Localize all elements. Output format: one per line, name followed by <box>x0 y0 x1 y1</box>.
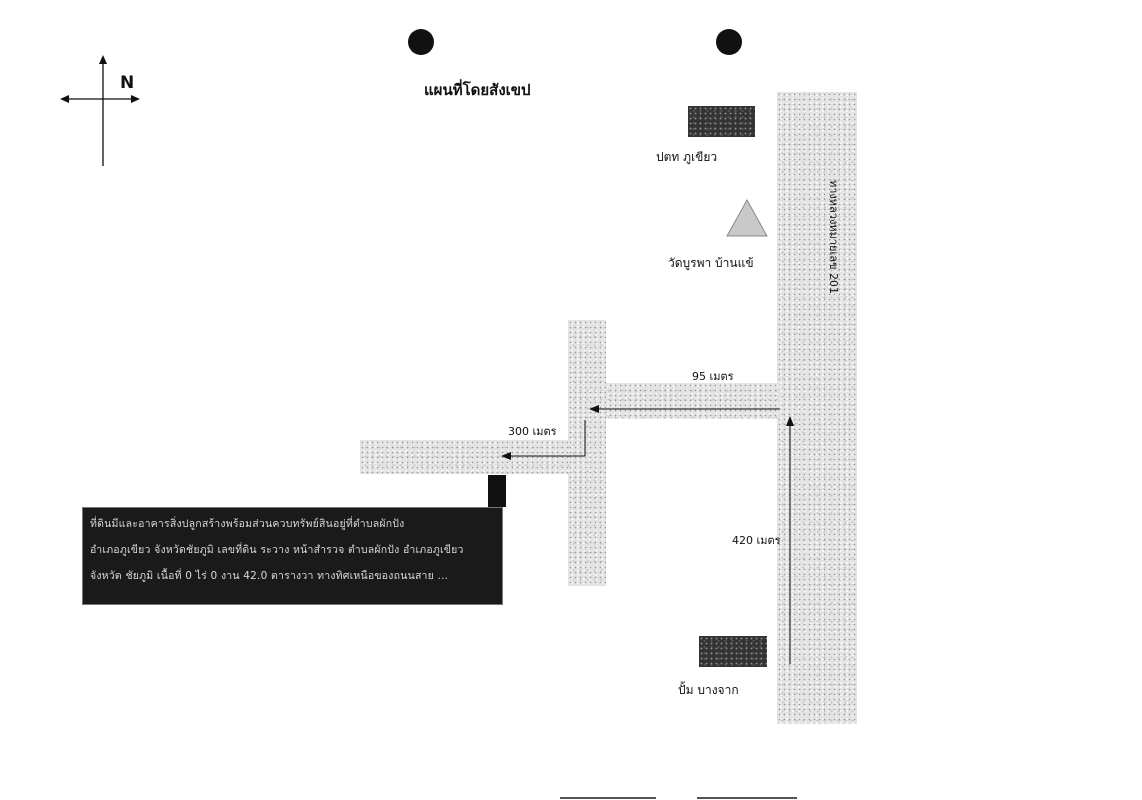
north-arrow-icon <box>60 55 140 166</box>
pump-label: ปั้ม บางจาก <box>678 683 739 697</box>
north-label: N <box>120 73 135 93</box>
branch-road-south-west <box>360 440 570 474</box>
route-north-arrowhead <box>786 416 794 426</box>
hole-mark-right <box>716 29 742 55</box>
distance-southwest-label: 300 เมตร <box>508 425 557 438</box>
route-west-arrowhead <box>589 405 599 413</box>
distance-west-label: 95 เมตร <box>692 370 734 383</box>
pump-marker <box>699 636 767 667</box>
property-note-box: ที่ดินมีและอาคารสิ่งปลูกสร้างพร้อมส่วนคว… <box>82 507 503 605</box>
route-southwest-arrowhead <box>501 452 511 460</box>
note-line-3: จังหวัด ชัยภูมิ เนื้อที่ 0 ไร่ 0 งาน 42.… <box>90 570 449 582</box>
note-line-2: อำเภอภูเขียว จังหวัดชัยภูมิ เลขที่ดิน ระ… <box>90 544 464 556</box>
temple-label: วัดบูรพา บ้านแข้ <box>668 256 754 270</box>
scan-mark-right <box>697 797 797 799</box>
note-line-1: ที่ดินมีและอาคารสิ่งปลูกสร้างพร้อมส่วนคว… <box>90 518 405 530</box>
highway-label: ทางหลวงหมายเลข 201 <box>827 180 840 294</box>
distance-north-label: 420 เมตร <box>732 534 781 547</box>
branch-road-north-south <box>568 320 606 586</box>
ptt-marker <box>688 106 755 137</box>
hole-mark-left <box>408 29 434 55</box>
map-title: แผนที่โดยสังเขป <box>424 81 531 99</box>
temple-triangle-icon <box>726 198 768 237</box>
scan-mark-left <box>560 797 656 799</box>
destination-marker <box>488 475 506 507</box>
ptt-label: ปตท ภูเขียว <box>656 150 718 164</box>
